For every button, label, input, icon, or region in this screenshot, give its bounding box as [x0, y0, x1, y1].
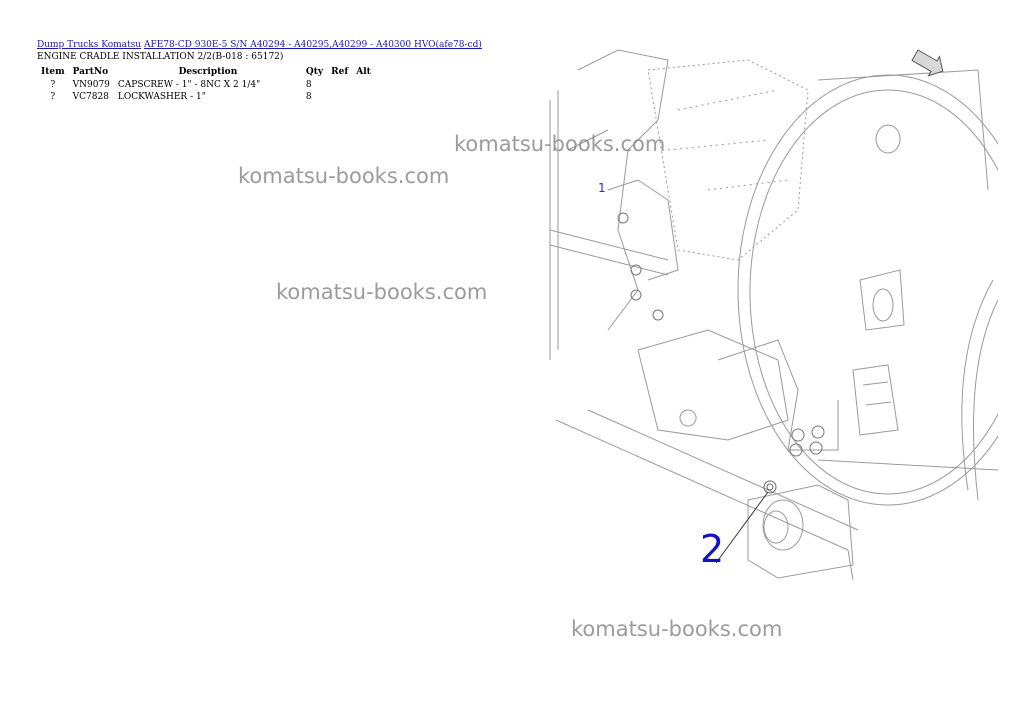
cell-alt — [352, 79, 375, 91]
cell-item: ? — [50, 80, 56, 90]
cell-item: ? — [50, 92, 56, 102]
header-alt: Alt — [356, 67, 371, 77]
watermark: komatsu-books.com — [276, 280, 488, 304]
cell-partno: VN9079 — [72, 80, 110, 90]
cell-alt — [352, 91, 375, 103]
watermark: komatsu-books.com — [238, 164, 450, 188]
header-qty: Qty — [305, 67, 324, 77]
cell-partno: VC7828 — [72, 92, 109, 102]
watermark: komatsu-books.com — [571, 617, 783, 641]
cell-qty: 8 — [305, 80, 312, 90]
cell-ref — [327, 91, 352, 103]
callout-2: 2 — [700, 527, 725, 571]
header-item: Item — [41, 67, 65, 77]
cell-description: CAPSCREW - 1" - 8NC X 2 1/4" — [117, 80, 261, 90]
watermark: komatsu-books.com — [454, 132, 666, 156]
page-title: ENGINE CRADLE INSTALLATION 2/2(B-018 : 6… — [37, 52, 284, 62]
callout-1: 1 — [598, 181, 606, 195]
table-row: ? VN9079 CAPSCREW - 1" - 8NC X 2 1/4" 8 — [37, 79, 375, 91]
header-description: Description — [178, 67, 238, 77]
table-row: ? VC7828 LOCKWASHER - 1" 8 — [37, 91, 375, 103]
breadcrumb-link-model[interactable]: AFE78-CD 930E-5 S/N A40294 - A40295,A402… — [143, 40, 482, 50]
table-header-row: Item PartNo Description Qty Ref Alt — [37, 66, 375, 79]
parts-table: Item PartNo Description Qty Ref Alt ? VN… — [37, 66, 375, 103]
cell-qty: 8 — [305, 92, 312, 102]
cell-description: LOCKWASHER - 1" — [117, 92, 206, 102]
engine-cradle-diagram — [549, 49, 998, 581]
header-partno: PartNo — [72, 67, 109, 77]
header-ref: Ref — [331, 67, 349, 77]
cell-ref — [327, 79, 352, 91]
breadcrumb: Dump Trucks Komatsu AFE78-CD 930E-5 S/N … — [37, 40, 482, 50]
breadcrumb-link-category[interactable]: Dump Trucks Komatsu — [37, 40, 142, 50]
direction-arrow-icon — [911, 49, 944, 77]
